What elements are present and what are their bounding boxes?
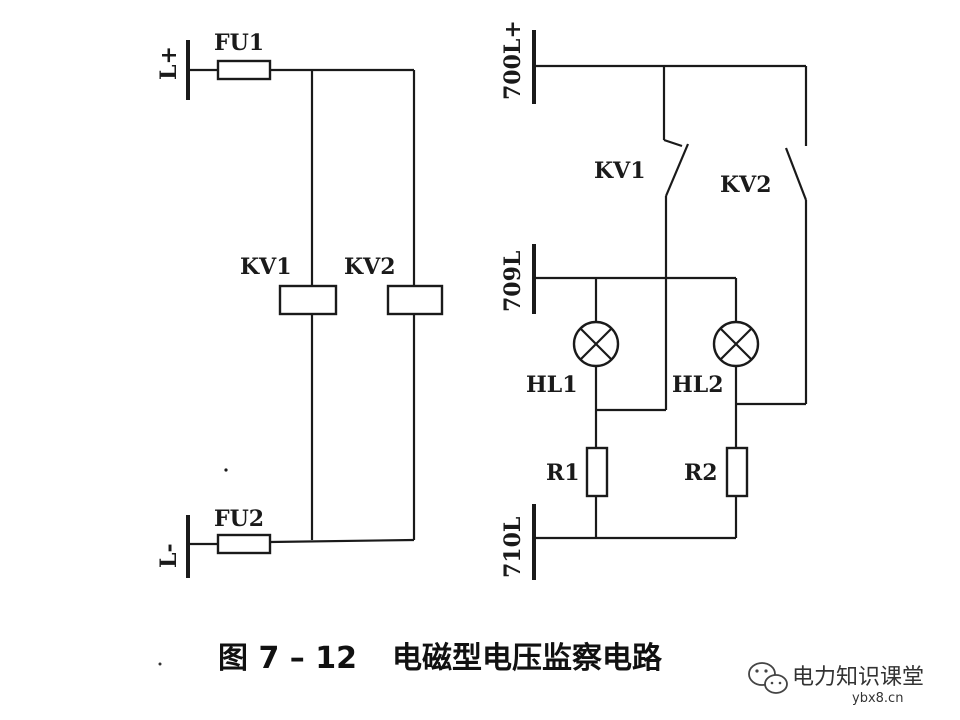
watermark-brand: 电力知识课堂 [792, 665, 924, 690]
fuse-fu1 [216, 59, 272, 81]
bus-710l-label: 710L [500, 517, 526, 578]
resistor-r2 [725, 446, 749, 498]
left-circuit: L+ FU1 KV1 KV2 FU2 L- [156, 30, 444, 578]
hl2-label: HL2 [672, 372, 724, 398]
relay-coil-kv1 [278, 284, 338, 316]
contact-kv1-stub [663, 138, 683, 148]
r1-label: R1 [546, 460, 580, 486]
contact-kv2-blade [784, 147, 808, 201]
r2-label: R2 [684, 460, 718, 486]
resistor-r1 [585, 446, 609, 498]
watermark: 电力知识课堂 ybx8.cn [748, 662, 924, 706]
fu2-label: FU2 [214, 506, 264, 532]
watermark-site: ybx8.cn [852, 691, 903, 706]
fuse-fu2 [216, 533, 272, 555]
kv2-coil-label: KV2 [344, 254, 396, 280]
wire-bottom-right [269, 538, 415, 544]
lamp-hl1 [572, 320, 620, 368]
l-minus-label: L- [156, 543, 182, 568]
stray-dot-caption [158, 662, 162, 666]
relay-coil-kv2 [386, 284, 444, 316]
wechat-icon [748, 662, 788, 694]
kv1-coil-label: KV1 [240, 254, 292, 280]
kv2-contact-label: KV2 [720, 172, 772, 198]
bus-709l-label: 709L [500, 251, 526, 312]
lamp-hl2 [712, 320, 760, 368]
figure-number: 图 7 – 12 [218, 641, 357, 676]
hl1-label: HL1 [526, 372, 578, 398]
contact-kv1-blade [664, 143, 690, 197]
figure-caption: 图 7 – 12 电磁型电压监察电路 [218, 641, 663, 676]
fu1-label: FU1 [214, 30, 264, 56]
l-plus-label: L+ [156, 46, 182, 80]
bus-700l-label: 700L+ [500, 20, 526, 100]
right-circuit: 700L+ KV1 KV2 709L HL1 R1 [500, 20, 808, 580]
figure-title: 电磁型电压监察电路 [392, 641, 663, 676]
stray-dot [224, 468, 228, 472]
kv1-contact-label: KV1 [594, 158, 646, 184]
